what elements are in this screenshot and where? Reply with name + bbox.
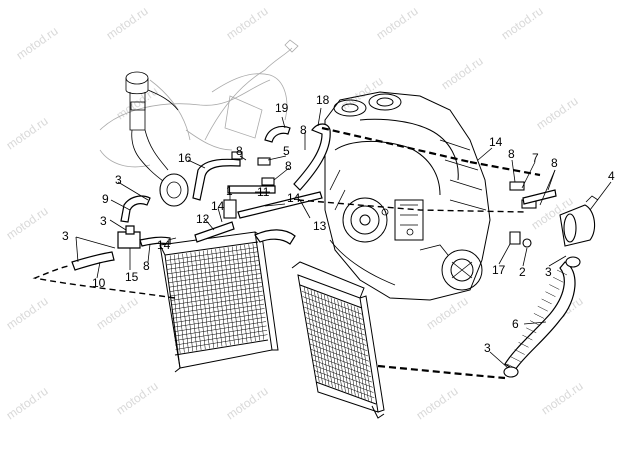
radiator-right-core [301,287,375,402]
radiator-left-core [166,243,268,354]
watermark: motod.ru [339,74,386,113]
watermark: motod.ru [94,294,141,333]
callout-label: 7 [532,151,539,165]
callout-label: 8 [236,144,243,158]
callout-label: 8 [551,156,558,170]
callout-label: 3 [484,341,491,355]
callout-label: 5 [283,144,290,158]
watermark: motod.ru [374,4,421,43]
frame-background [99,39,299,168]
callout-label: 19 [275,101,289,115]
callout-label: 2 [519,265,526,279]
watermark: motod.ru [224,4,271,43]
callout-label: 6 [512,317,519,331]
watermark: motod.ru [499,4,546,43]
callout-label: 8 [300,123,307,137]
callout-label: 14 [287,191,301,205]
callout-label: 18 [316,93,330,107]
radiator-right [291,261,385,419]
watermark: motod.ru [4,114,51,153]
callout-label: 11 [257,185,270,199]
callout-labels: 3 9 3 3 10 15 8 14 16 12 14 1 11 14 13 1… [62,93,615,355]
watermark: motod.ru [114,84,161,123]
callout-label: 3 [100,214,107,228]
callout-label: 8 [285,159,292,173]
leader-lines [75,107,612,369]
callout-label: 14 [211,199,225,213]
watermark: motod.ru [4,384,51,423]
callout-label: 1 [226,184,233,198]
callout-label: 4 [608,169,615,183]
callout-label: 10 [92,276,106,290]
callout-label: 8 [508,147,515,161]
callout-label: 17 [492,263,506,277]
dashed-hoses [32,126,541,380]
callout-label: 16 [178,151,192,165]
hose-6-texture [506,269,568,370]
watermark: motod.ru [104,4,151,43]
engine-block [324,91,491,301]
watermark: motod.ru [534,94,581,133]
callout-label: 15 [125,270,139,284]
watermark: motod.ru [114,379,161,418]
hoses [71,123,599,378]
callout-label: 8 [143,259,150,273]
callout-label: 3 [115,173,122,187]
watermark: motod.ru [539,379,586,418]
callout-label: 12 [196,212,210,226]
watermark: motod.ru [414,384,461,423]
watermark: motod.ru [224,384,271,423]
watermark: motod.ru [4,204,51,243]
watermark: motod.ru [439,54,486,93]
radiator-left [159,231,279,373]
callout-label: 9 [102,192,109,206]
callout-label: 13 [313,219,327,233]
callout-label: 14 [489,135,503,149]
callout-label: 3 [545,265,552,279]
overflow-bottle [125,71,181,196]
callout-label: 3 [62,229,69,243]
callout-label: 14 [157,238,171,252]
watermark: motod.ru [14,24,61,63]
watermark: motod.ru [4,294,51,333]
